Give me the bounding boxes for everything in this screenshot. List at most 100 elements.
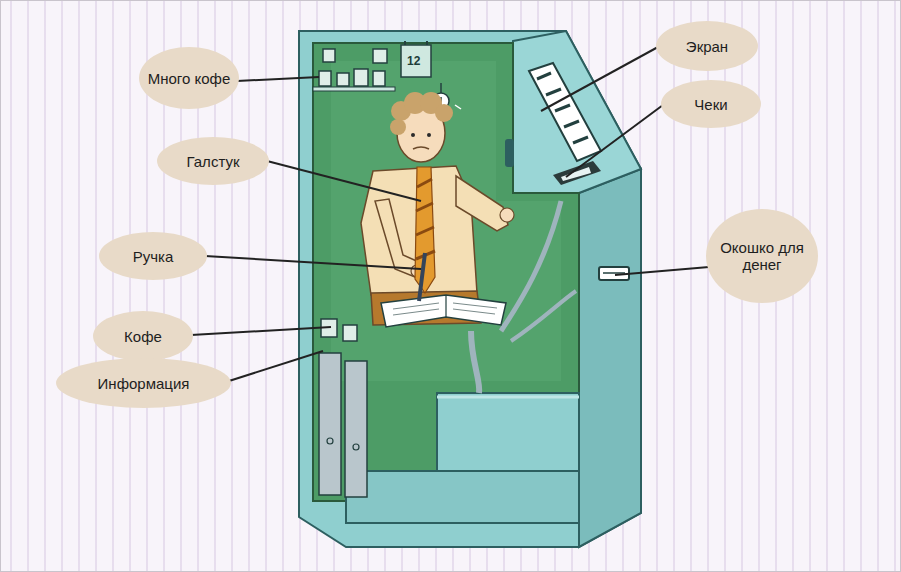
cables-part <box>471 331 479 393</box>
man-part <box>390 119 406 135</box>
man-part <box>411 133 415 137</box>
leader-lines-part <box>566 105 663 177</box>
receipt-slot-part <box>553 161 601 185</box>
atm-screen-part <box>573 137 588 143</box>
binders <box>319 353 367 497</box>
man <box>361 92 514 325</box>
ellipse-fill <box>56 358 231 408</box>
callout-ellipse: Окошко для денег <box>706 209 818 303</box>
coffee-shelf-part <box>323 49 335 62</box>
light-bulb-part <box>455 105 461 109</box>
atm-screen-part <box>546 89 561 95</box>
binders-part <box>327 438 333 444</box>
leader-lines-part <box>191 327 331 335</box>
callout-text: Кофе <box>116 328 170 345</box>
light-bulb-part <box>440 83 442 93</box>
leader-lines-part <box>205 256 421 269</box>
coffee-shelf-part <box>313 87 395 91</box>
binders-part <box>319 353 341 495</box>
calendar-part <box>401 45 431 77</box>
necktie <box>415 167 435 293</box>
atm-screen-part <box>529 63 601 161</box>
necktie-part <box>417 179 432 187</box>
callout-ellipse: Много кофе <box>139 47 239 109</box>
open-book <box>381 295 506 327</box>
coffee-shelf-part <box>373 71 385 86</box>
telephone-part <box>505 139 514 167</box>
desk-part <box>437 393 579 471</box>
coffee-shelf-part <box>354 69 368 86</box>
open-book-part <box>453 309 495 314</box>
leader-lines-part <box>541 47 658 111</box>
open-book-part <box>453 303 497 308</box>
atm-interior-part <box>331 61 561 381</box>
ellipse-fill <box>661 80 761 128</box>
man-part <box>427 133 431 137</box>
telephone <box>505 139 514 167</box>
necktie-part <box>416 203 433 211</box>
ellipse-fill <box>706 209 818 303</box>
leader-lines-part <box>237 77 319 81</box>
atm-screen-part <box>555 105 570 111</box>
open-book-part <box>393 309 439 315</box>
cables <box>471 201 576 393</box>
callout-text: Много кофе <box>140 70 239 87</box>
atm-body-part <box>579 169 641 547</box>
callout-ellipse: Кофе <box>93 311 193 361</box>
pen-part <box>419 253 425 301</box>
callout-text: Информация <box>90 375 198 392</box>
binders-part <box>345 361 367 497</box>
calendar-date: 12 <box>407 54 420 68</box>
atm-screen <box>529 63 601 161</box>
callout-ellipse: Ручка <box>99 232 207 280</box>
atm-screen-part <box>564 121 579 127</box>
coffee-shelf <box>313 49 395 91</box>
atm-screen-part <box>537 73 551 79</box>
ellipse-fill <box>139 47 239 109</box>
callout-text: Галстук <box>179 153 248 170</box>
pen <box>419 253 425 301</box>
binders-part <box>353 444 359 450</box>
callout-ellipse: Галстук <box>157 137 269 185</box>
callout-text: Чеки <box>686 96 735 113</box>
coffee-shelf-part <box>319 71 331 86</box>
ellipse-fill <box>99 232 207 280</box>
desk <box>346 393 579 523</box>
callout-ellipse: Информация <box>56 358 231 408</box>
desk-part <box>437 396 579 399</box>
necktie-part <box>415 167 435 293</box>
callout-text: Окошко для денег <box>706 239 818 273</box>
man-part <box>413 147 429 149</box>
atm-interior-part <box>313 43 579 501</box>
receipt-slot <box>553 161 601 185</box>
leader-lines-part <box>267 161 421 201</box>
coffee-shelf-part <box>337 73 349 86</box>
atm-body-part <box>299 31 641 547</box>
leader-lines <box>191 47 709 381</box>
ellipse-fill <box>656 21 758 71</box>
man-part <box>435 104 453 122</box>
atm-interior <box>313 43 579 501</box>
man-part <box>456 176 508 231</box>
atm-body <box>299 31 641 547</box>
open-book-part <box>393 303 439 309</box>
open-book-part <box>445 295 446 317</box>
leader-lines-part <box>615 267 709 275</box>
leader-lines-part <box>229 351 323 381</box>
man-part <box>500 208 514 222</box>
cables-part <box>511 291 576 341</box>
necktie-part <box>416 227 434 235</box>
calendar <box>401 41 431 77</box>
calendar-part <box>404 41 406 45</box>
open-book-part <box>381 295 506 327</box>
callout-text: Ручка <box>125 248 182 265</box>
callout-text: Экран <box>678 38 736 55</box>
desk-part <box>346 471 579 523</box>
ellipse-fill <box>157 137 269 185</box>
callout-ellipse: Чеки <box>661 80 761 128</box>
callout-ellipse: Экран <box>656 21 758 71</box>
coffee-cups-part <box>343 325 357 341</box>
calendar-part <box>426 41 428 45</box>
coffee-shelf-part <box>373 49 387 63</box>
